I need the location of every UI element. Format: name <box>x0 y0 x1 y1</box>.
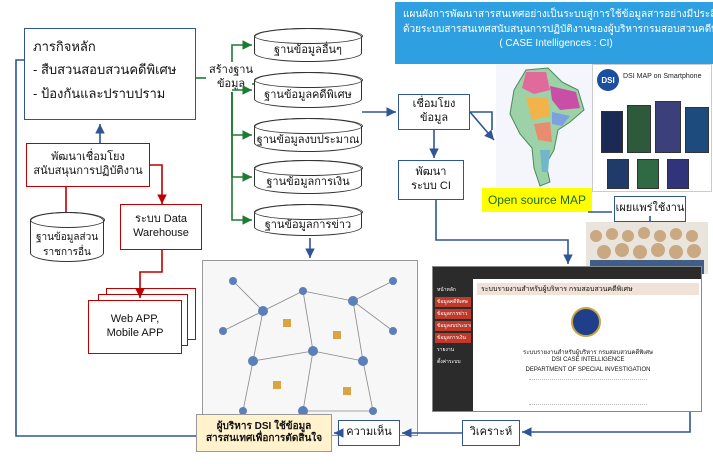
screen-menu-item: ข้อมูลการเงิน <box>435 333 471 343</box>
open-source-map-text: Open source MAP <box>487 192 587 207</box>
other-gov-db-label: ฐานข้อมูลส่วนราชการอื่น <box>35 232 99 258</box>
db-finance-label: ฐานข้อมูลการเงิน <box>266 176 350 188</box>
phone-screen-1 <box>601 111 623 153</box>
db-other: ฐานข้อมูลอื่นๆ <box>253 27 363 62</box>
screen-menu-item: ตั้งค่าระบบ <box>437 359 461 365</box>
title-banner: แผนผังการพัฒนาสารสนเทศอย่างเป็นระบบสู่กา… <box>395 2 713 64</box>
mission-item-2: - ป้องกันและปราบปราม <box>33 85 166 101</box>
screen-menu-item: รายงาน <box>437 347 455 353</box>
other-gov-db: ฐานข้อมูลส่วนราชการอื่น <box>29 211 105 262</box>
screen-topbar <box>433 267 701 279</box>
db-special-case-label: ฐานข้อมูลคดีพิเศษ <box>264 89 352 101</box>
db-other-label: ฐานข้อมูลอื่นๆ <box>274 44 342 56</box>
develop-ci-label: พัฒนาระบบ CI <box>411 166 451 192</box>
screen-header-text: ระบบรายงานสำหรับผู้บริหาร กรมสอบสวนคดีพิ… <box>481 286 633 293</box>
executive-label: ผู้บริหาร DSI ใช้ข้อมูลสารสนเทศเพื่อการต… <box>205 420 323 445</box>
phone-screen-6 <box>637 159 659 189</box>
phone-screen-5 <box>607 159 629 189</box>
smartphone-app-panel: DSI DSI MAP on Smartphone <box>592 64 712 192</box>
executive-box: ผู้บริหาร DSI ใช้ข้อมูลสารสนเทศเพื่อการต… <box>196 414 332 452</box>
db-budget-label: ฐานข้อมูลงบประมาณ <box>256 134 360 146</box>
phone-screen-3 <box>655 101 681 153</box>
banner-line-1: แผนผังการพัฒนาสารสนเทศอย่างเป็นระบบสู่กา… <box>403 9 713 20</box>
webapp-box: Web APP, Mobile APP <box>88 300 182 354</box>
screen-menu-item: ข้อมูลงบประมาณ <box>435 321 471 331</box>
screen-body-lines <box>529 379 647 405</box>
thailand-map <box>496 64 592 190</box>
dsi-logo-text: DSI <box>601 75 615 85</box>
db-budget: ฐานข้อมูลงบประมาณ <box>253 117 363 152</box>
develop-support-label: พัฒนาเชื่อมโยงสนับสนุนการปฏิบัติงาน <box>33 151 143 177</box>
db-intelligence-label: ฐานข้อมูลการข่าว <box>264 219 352 231</box>
opinion-label: ความเห็น <box>346 426 392 439</box>
open-source-map-label: Open source MAP <box>482 188 592 212</box>
network-diagram-image <box>202 260 418 436</box>
screen-text-2: DSI CASE INTELLIGENCE <box>551 357 625 363</box>
db-special-case: ฐานข้อมูลคดีพิเศษ <box>253 71 363 108</box>
screen-text-3: DEPARTMENT OF SPECIAL INVESTIGATION <box>525 367 651 373</box>
mission-item-1: - สืบสวนสอบสวนคดีพิเศษ <box>33 62 177 78</box>
phone-screen-4 <box>685 107 709 153</box>
publish-label: เผยแพร่ใช้งาน <box>615 202 685 215</box>
link-data-box: เชื่อมโยงข้อมูล <box>398 94 470 130</box>
develop-support-box: พัฒนาเชื่อมโยงสนับสนุนการปฏิบัติงาน <box>26 143 150 187</box>
mission-box: ภารกิจหลัก - สืบสวนสอบสวนคดีพิเศษ - ป้อง… <box>24 28 196 120</box>
screen-menu-list: หน้าหลักข้อมูลคดีพิเศษข้อมูลการข่าวข้อมู… <box>433 279 473 367</box>
dsi-logo: DSI <box>597 69 619 91</box>
opinion-box: ความเห็น <box>338 420 400 446</box>
phone-screen-7 <box>667 159 689 189</box>
develop-ci-box: พัฒนาระบบ CI <box>398 160 464 200</box>
mission-title: ภารกิจหลัก <box>33 39 96 54</box>
db-finance: ฐานข้อมูลการเงิน <box>253 159 363 194</box>
banner-line-3: ( CASE Intelligences : CI) <box>499 38 613 49</box>
app-title: DSI MAP on Smartphone <box>623 73 702 80</box>
screen-header: ระบบรายงานสำหรับผู้บริหาร กรมสอบสวนคดีพิ… <box>477 283 699 295</box>
screen-menu-item: หน้าหลัก <box>437 287 456 293</box>
data-warehouse-label: ระบบ Data Warehouse <box>133 213 189 239</box>
data-warehouse-box: ระบบ Data Warehouse <box>120 204 202 250</box>
screen-menu-item: ข้อมูลคดีพิเศษ <box>435 297 471 307</box>
screen-sidebar: หน้าหลักข้อมูลคดีพิเศษข้อมูลการข่าวข้อมู… <box>433 279 473 411</box>
screen-text-1: ระบบรายงานสำหรับผู้บริหาร กรมสอบสวนคดีพิ… <box>522 350 654 356</box>
db-intelligence: ฐานข้อมูลการข่าว <box>253 203 363 236</box>
create-db-label: สร้างฐานข้อมูล <box>209 63 253 90</box>
create-db-box: สร้างฐานข้อมูล <box>208 62 254 92</box>
analyze-box: วิเคราะห์ <box>462 420 520 446</box>
screen-menu-item: ข้อมูลการข่าว <box>435 309 471 319</box>
phone-screen-2 <box>627 105 651 153</box>
ci-web-screenshot: หน้าหลักข้อมูลคดีพิเศษข้อมูลการข่าวข้อมู… <box>432 266 702 412</box>
analyze-label: วิเคราะห์ <box>469 426 513 439</box>
banner-line-2: ด้วยระบบสารสนเทศสนับสนุนการปฏิบัติงานของ… <box>403 23 713 35</box>
screen-emblem <box>571 307 601 337</box>
link-data-label: เชื่อมโยงข้อมูล <box>412 98 456 124</box>
webapp-label: Web APP, Mobile APP <box>106 313 164 339</box>
